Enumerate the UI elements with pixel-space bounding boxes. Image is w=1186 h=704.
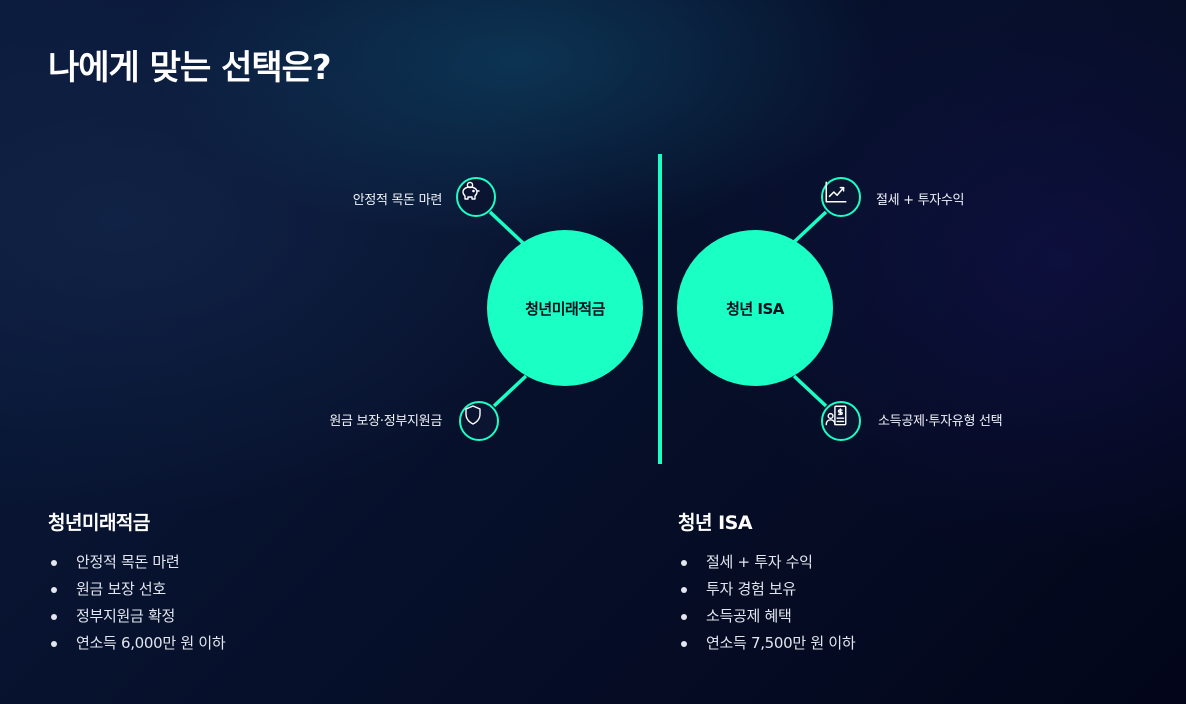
node-right-bottom-label: 소득공제·투자유형 선택 — [878, 414, 1003, 429]
connector-right-top — [792, 210, 828, 244]
summary-left-title: 청년미래적금 — [48, 512, 150, 534]
investor-document-icon — [825, 405, 847, 426]
node-left-bottom — [459, 401, 499, 441]
main-circle-left: 청년미래적금 — [487, 230, 643, 386]
summary-right-title: 청년 ISA — [678, 512, 753, 534]
node-left-bottom-label: 원금 보장·정부지원금 — [329, 414, 442, 429]
connector-right-bottom — [792, 374, 828, 408]
main-circle-right-label: 청년 ISA — [726, 299, 784, 318]
chart-trend-icon — [825, 181, 847, 203]
node-right-bottom — [821, 401, 861, 441]
list-item: 투자 경험 보유 — [678, 576, 855, 603]
summary-right-list: 절세 + 투자 수익 투자 경험 보유 소득공제 혜택 연소득 7,500만 원… — [678, 549, 856, 657]
node-right-top — [821, 177, 861, 217]
list-item: 원금 보장 선호 — [48, 576, 225, 603]
list-item: 안정적 목돈 마련 — [48, 549, 225, 576]
list-item: 연소득 6,000만 원 이하 — [48, 630, 226, 657]
summary-left: 청년미래적금 안정적 목돈 마련 원금 보장 선호 정부지원금 확정 연소득 6… — [48, 508, 226, 657]
summary-left-list: 안정적 목돈 마련 원금 보장 선호 정부지원금 확정 연소득 6,000만 원… — [48, 549, 226, 657]
page-title: 나에게 맞는 선택은? — [48, 48, 332, 88]
node-right-top-label: 절세 + 투자수익 — [876, 193, 965, 208]
list-item: 절세 + 투자 수익 — [678, 549, 855, 576]
summary-right: 청년 ISA 절세 + 투자 수익 투자 경험 보유 소득공제 혜택 연소득 7… — [678, 508, 856, 657]
node-left-top-label: 안정적 목돈 마련 — [352, 193, 443, 208]
list-item: 연소득 7,500만 원 이하 — [678, 630, 856, 657]
connector-left-top — [488, 210, 526, 246]
node-left-top — [456, 177, 496, 217]
connector-left-bottom — [492, 374, 528, 408]
piggy-bank-icon — [462, 181, 480, 200]
list-item: 정부지원금 확정 — [48, 603, 225, 630]
shield-icon — [465, 405, 481, 425]
main-circle-right: 청년 ISA — [677, 230, 833, 386]
list-item: 소득공제 혜택 — [678, 603, 855, 630]
main-circle-left-label: 청년미래적금 — [525, 299, 605, 318]
